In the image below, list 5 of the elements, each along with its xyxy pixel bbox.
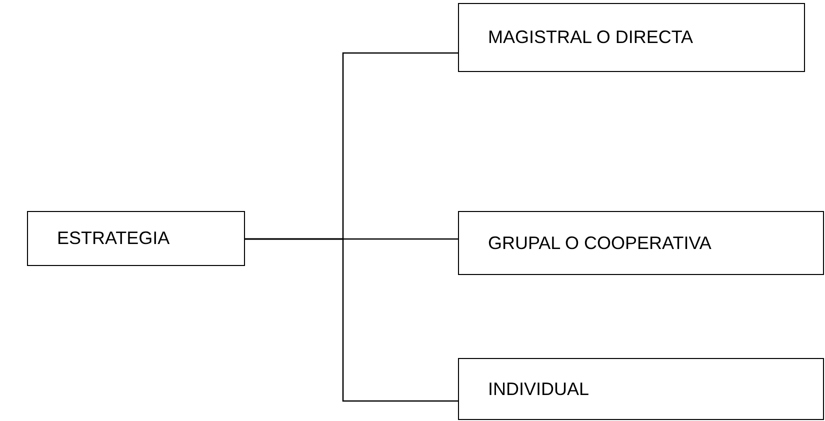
connector-line [245,238,458,402]
text-box: ESTRATEGIA [27,211,245,266]
text-box: INDIVIDUAL [458,358,824,420]
text-box: MAGISTRAL O DIRECTA [458,3,805,72]
text-box: GRUPAL O COOPERATIVA [458,211,824,275]
